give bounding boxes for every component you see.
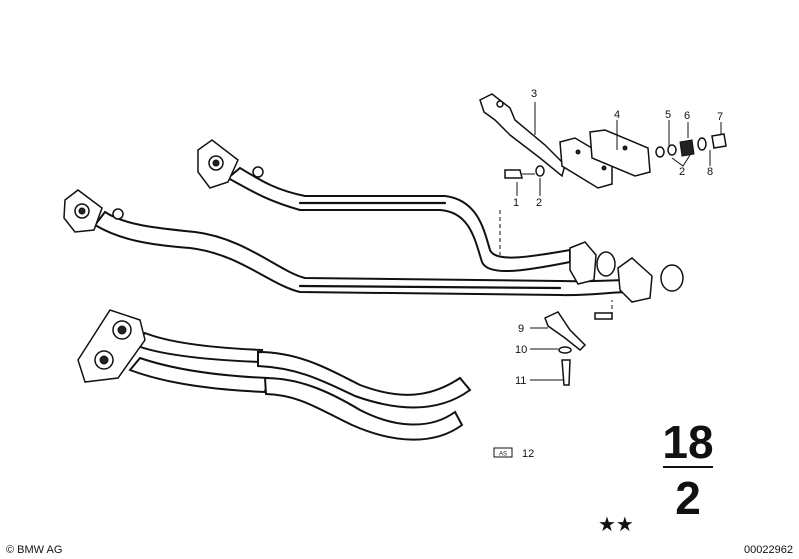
callout-4: 4 [614,109,620,121]
page-ref-top: 18 [662,416,713,468]
bolt-1[interactable] [504,169,535,179]
callout-1: 1 [513,197,519,209]
callout-5: 5 [665,109,671,121]
exhaust-pipe-upper[interactable] [226,166,571,272]
as-badge: AS [493,447,513,458]
leader-lines [499,102,722,381]
star-rating: ★★ [598,512,634,536]
callout-2b: 2 [679,166,685,178]
washer-2[interactable] [535,165,545,177]
callout-12: 12 [522,448,534,460]
flange-left [63,189,124,233]
callout-10: 10 [515,344,527,356]
clamp-9[interactable] [544,311,613,352]
svg-text:AS: AS [499,452,507,458]
callout-9: 9 [518,323,524,335]
document-number: 00022962 [744,544,793,556]
rear-flange-lower [617,257,684,303]
nut-washer-set[interactable] [655,133,727,158]
bolt-11[interactable] [561,359,571,386]
callout-7: 7 [717,111,723,123]
page-ref-bottom: 2 [675,472,701,524]
copyright: © BMW AG [6,544,62,556]
bracket-4[interactable] [559,129,651,189]
bracket-3[interactable] [479,93,566,178]
flange-twin [77,309,146,383]
flange-upper-left [197,139,264,189]
callout-2a: 2 [536,197,542,209]
rear-flange-upper [569,241,616,285]
callout-8: 8 [707,166,713,178]
callout-6: 6 [684,110,690,122]
washer-10[interactable] [558,346,572,354]
exhaust-pipe-twin[interactable] [128,331,472,441]
callout-3: 3 [531,88,537,100]
callout-11: 11 [515,375,526,387]
